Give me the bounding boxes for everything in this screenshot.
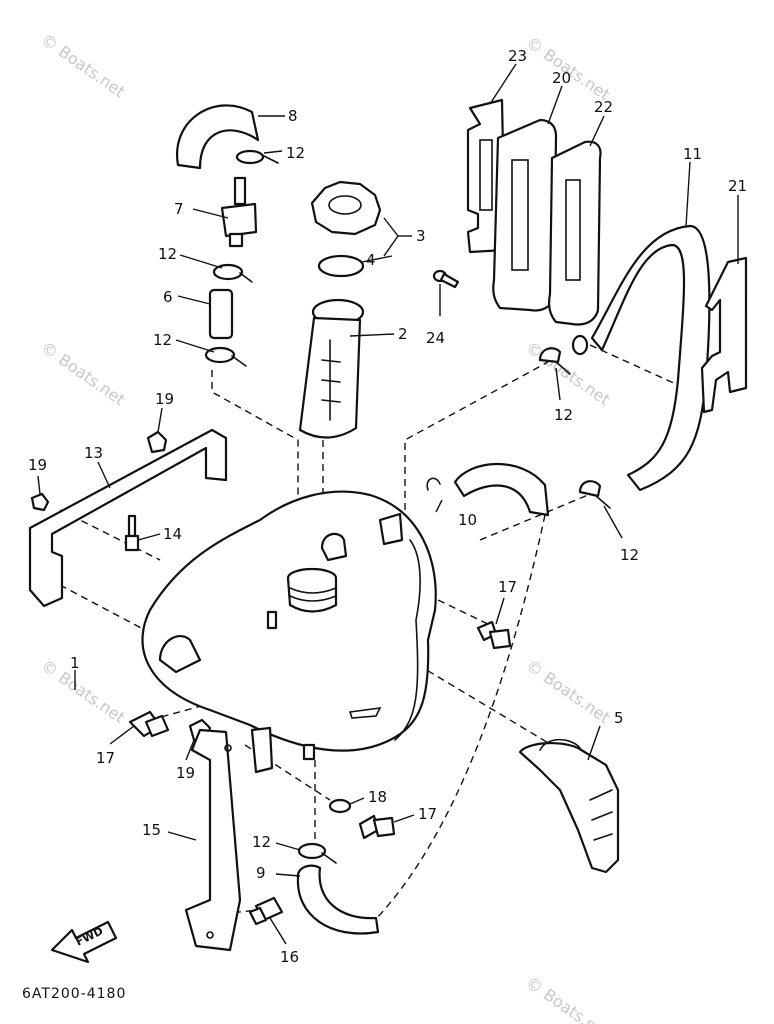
bolt-17-bottom — [358, 814, 396, 840]
callout-19-a: 19 — [155, 390, 174, 408]
callout-12-d: 12 — [554, 406, 573, 424]
bolt-16 — [248, 896, 284, 926]
bolt-17-right — [476, 620, 512, 650]
callout-9: 9 — [256, 864, 266, 882]
callout-7: 7 — [174, 200, 184, 218]
hose-8 — [175, 104, 260, 170]
callout-12-c: 12 — [153, 331, 172, 349]
callout-12-f: 12 — [252, 833, 271, 851]
callout-18: 18 — [368, 788, 387, 806]
clamp-12-right-upper — [538, 347, 571, 375]
gasket-4 — [317, 254, 365, 278]
callout-12-e: 12 — [620, 546, 639, 564]
callout-1: 1 — [70, 654, 80, 672]
callout-21: 21 — [728, 177, 747, 195]
callout-labels: 1 2 3 4 5 6 7 8 9 10 11 12 12 12 12 12 1… — [28, 47, 747, 966]
callout-13: 13 — [84, 444, 103, 462]
clip-10 — [426, 477, 441, 491]
callout-19-c: 19 — [176, 764, 195, 782]
screw-24 — [432, 269, 460, 289]
callout-17-c: 17 — [418, 805, 437, 823]
drawing-code: 6AT200-4180 — [22, 986, 126, 1002]
filler-neck-2 — [298, 298, 365, 439]
callout-14: 14 — [163, 525, 182, 543]
clamp-12-right-lower — [578, 480, 611, 509]
callout-12-b: 12 — [158, 245, 177, 263]
callout-19-b: 19 — [28, 456, 47, 474]
callout-22: 22 — [594, 98, 613, 116]
callout-5: 5 — [614, 709, 624, 727]
clamp-12-mid — [212, 263, 253, 283]
callout-17-a: 17 — [498, 578, 517, 596]
nut-19-left — [30, 492, 50, 512]
watermark-lower-left: © Boats.net — [38, 656, 129, 728]
watermark-top-left: © Boats.net — [38, 30, 129, 102]
callout-4: 4 — [366, 251, 376, 269]
fitting-hose-11-end — [571, 334, 589, 356]
watermark-mid-left: © Boats.net — [38, 338, 129, 410]
valve-7 — [220, 176, 258, 248]
callout-8: 8 — [288, 107, 298, 125]
pipe-6 — [208, 288, 234, 340]
hose-9 — [296, 864, 380, 935]
callout-17-b: 17 — [96, 749, 115, 767]
watermark-lower-right: © Boats.net — [523, 656, 614, 728]
callout-12-a: 12 — [286, 144, 305, 162]
callout-6: 6 — [163, 288, 173, 306]
callout-15: 15 — [142, 821, 161, 839]
plate-20 — [492, 118, 558, 312]
callout-16: 16 — [280, 948, 299, 966]
callout-23: 23 — [508, 47, 527, 65]
fuel-tank-1 — [141, 490, 437, 774]
clamp-12-top — [235, 149, 279, 165]
bracket-21 — [700, 256, 748, 414]
callout-20: 20 — [552, 69, 571, 87]
bracket-5 — [518, 741, 620, 874]
callout-11: 11 — [683, 145, 702, 163]
callout-2: 2 — [398, 325, 408, 343]
callout-3: 3 — [416, 227, 426, 245]
callout-leaders — [37, 63, 739, 945]
bracket-13 — [28, 428, 228, 608]
washer-18 — [328, 798, 352, 814]
callout-10: 10 — [458, 511, 477, 529]
bolt-17-left — [128, 710, 170, 738]
hose-10 — [453, 462, 550, 517]
filler-cap-3 — [310, 180, 382, 236]
callout-24: 24 — [426, 329, 445, 347]
watermark-bottom-right: © Boats.net — [523, 973, 614, 1024]
hose-11 — [590, 224, 711, 492]
bracket-15 — [184, 728, 242, 952]
clamp-12-bottom — [297, 842, 337, 864]
bolt-14 — [124, 514, 140, 552]
plate-22 — [548, 140, 602, 326]
fwd-arrow-icon: FWD — [50, 920, 118, 964]
nut-19-top — [146, 430, 168, 454]
